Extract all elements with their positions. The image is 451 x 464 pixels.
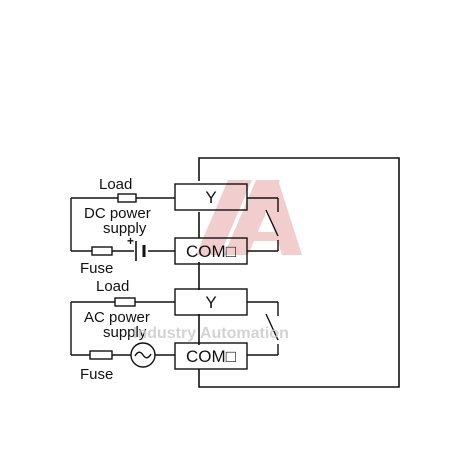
polarity-plus: + (127, 234, 134, 248)
battery-symbol (135, 241, 146, 261)
y-terminal-1 (174, 183, 248, 211)
fuse-symbol-1 (91, 246, 113, 256)
dc-supply-label-line1: DC power (84, 205, 151, 222)
com-terminal-label-2: COM□ (186, 347, 236, 366)
ac-supply-label-line2: supply (103, 324, 147, 341)
load-symbol-1 (117, 193, 137, 203)
watermark-text: Industry Automation (133, 325, 289, 342)
fuse-label-2: Fuse (80, 366, 113, 383)
dc-circuit (70, 183, 279, 265)
com-terminal-label-1: COM□ (186, 242, 236, 261)
y-terminal-label-1: Y (205, 188, 216, 207)
fuse-label-1: Fuse (80, 260, 113, 277)
watermark-logo (196, 180, 302, 255)
ac-circuit (70, 288, 279, 370)
plc-housing (198, 157, 400, 388)
load-label-1: Load (99, 176, 132, 193)
y-terminal-label-2: Y (205, 293, 216, 312)
load-symbol-2 (114, 297, 136, 307)
dc-supply-label-line2: supply (103, 220, 147, 237)
load-label-2: Load (96, 278, 129, 295)
fuse-symbol-2 (89, 350, 113, 360)
ac-source-symbol (130, 342, 156, 368)
com-terminal-2 (174, 342, 248, 370)
ac-supply-label-line1: AC power (84, 309, 150, 326)
